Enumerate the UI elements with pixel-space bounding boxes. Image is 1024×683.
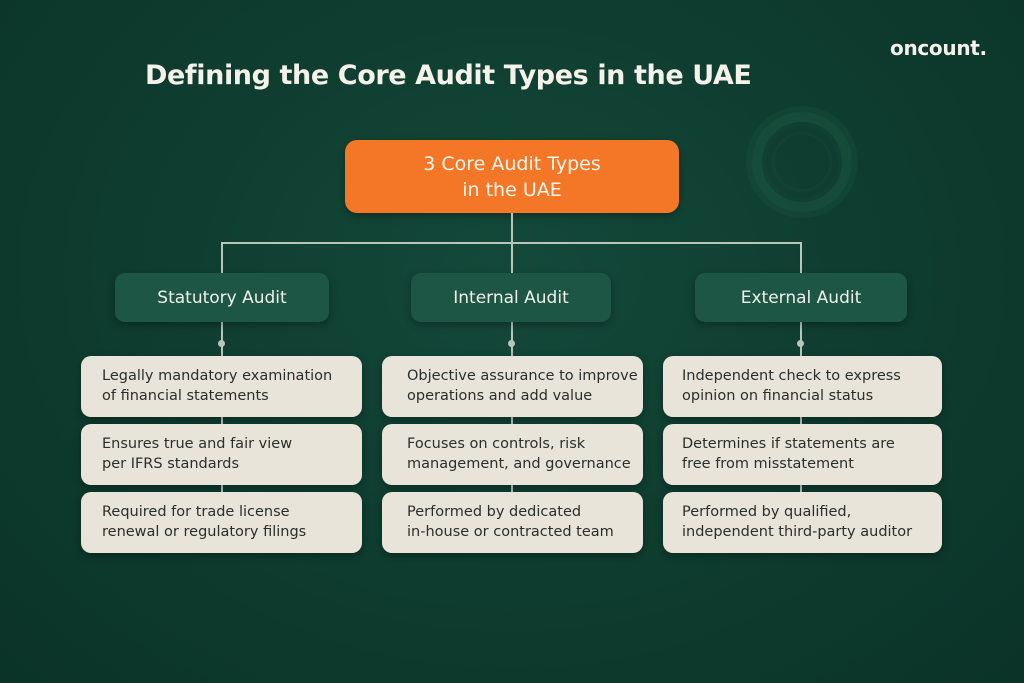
connector-right-down: [800, 242, 802, 273]
connector-dot: [797, 340, 804, 347]
connector-horizontal: [221, 242, 802, 244]
statutory-card-1: Legally mandatory examination of financi…: [81, 356, 362, 417]
branch-statutory-audit: Statutory Audit: [115, 273, 329, 322]
seal-icon: [752, 112, 852, 212]
brand-logo: oncount.: [890, 36, 987, 60]
connector-left-down: [221, 242, 223, 273]
statutory-card-3: Required for trade license renewal or re…: [81, 492, 362, 553]
statutory-card-2: Ensures true and fair view per IFRS stan…: [81, 424, 362, 485]
connector-dot: [508, 340, 515, 347]
root-node: 3 Core Audit Types in the UAE: [345, 140, 679, 213]
external-card-3: Performed by qualified, independent thir…: [663, 492, 942, 553]
internal-card-2: Focuses on controls, risk management, an…: [382, 424, 643, 485]
external-card-1: Independent check to express opinion on …: [663, 356, 942, 417]
internal-card-1: Objective assurance to improve operation…: [382, 356, 643, 417]
page-title: Defining the Core Audit Types in the UAE: [145, 60, 752, 91]
connector-dot: [218, 340, 225, 347]
branch-external-audit: External Audit: [695, 273, 907, 322]
internal-card-3: Performed by dedicated in-house or contr…: [382, 492, 643, 553]
external-card-2: Determines if statements are free from m…: [663, 424, 942, 485]
branch-internal-audit: Internal Audit: [411, 273, 611, 322]
